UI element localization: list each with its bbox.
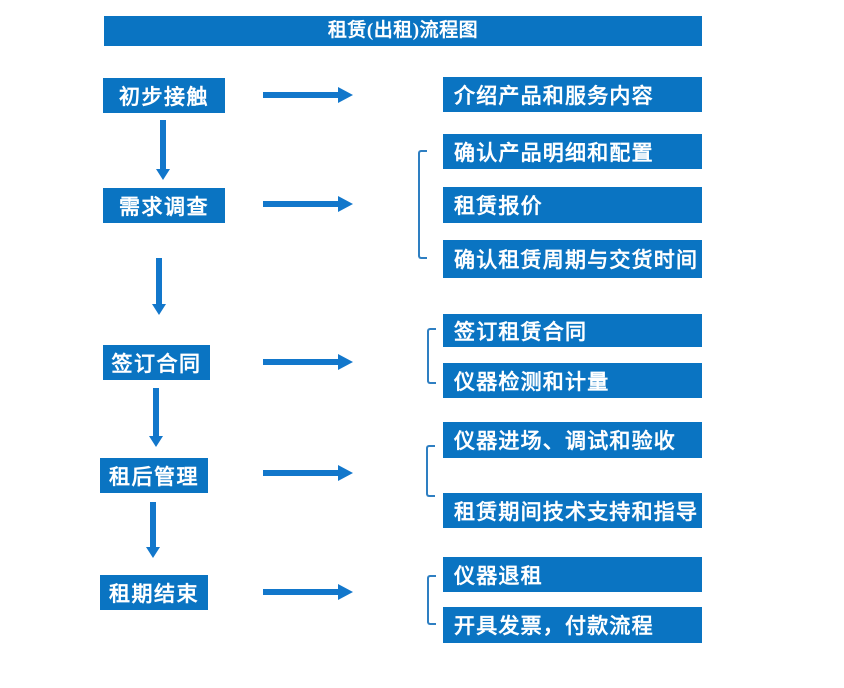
detail-box: 仪器检测和计量 [443, 363, 702, 398]
detail-box: 签订租赁合同 [443, 314, 702, 347]
stage-box-lease-end: 租期结束 [100, 575, 208, 610]
stage-box-demand-survey: 需求调查 [103, 188, 225, 223]
arrow-right-icon [263, 196, 353, 212]
detail-box: 租赁期间技术支持和指导 [443, 493, 702, 528]
detail-box: 介绍产品和服务内容 [443, 77, 702, 112]
detail-box: 租赁报价 [443, 187, 702, 223]
arrow-down-icon [149, 388, 163, 447]
arrow-down-icon [156, 120, 170, 180]
stage-box-initial-contact: 初步接触 [103, 78, 225, 113]
detail-box: 仪器进场、调试和验收 [443, 422, 702, 458]
detail-box: 开具发票，付款流程 [443, 607, 702, 643]
group-bracket [418, 150, 427, 259]
arrow-down-icon [146, 502, 160, 558]
group-bracket [427, 328, 436, 384]
arrow-right-icon [263, 354, 353, 370]
arrow-right-icon [263, 87, 353, 103]
arrow-down-icon [152, 258, 166, 315]
flowchart-title: 租赁(出租)流程图 [104, 16, 702, 46]
stage-box-post-rental-management: 租后管理 [100, 458, 208, 493]
group-bracket [426, 445, 435, 497]
group-bracket [427, 575, 436, 625]
arrow-right-icon [263, 465, 353, 481]
detail-box: 确认产品明细和配置 [443, 134, 702, 169]
arrow-right-icon [263, 584, 353, 600]
stage-box-sign-contract: 签订合同 [103, 345, 210, 380]
detail-box: 确认租赁周期与交货时间 [443, 240, 702, 278]
detail-box: 仪器退租 [443, 557, 702, 592]
